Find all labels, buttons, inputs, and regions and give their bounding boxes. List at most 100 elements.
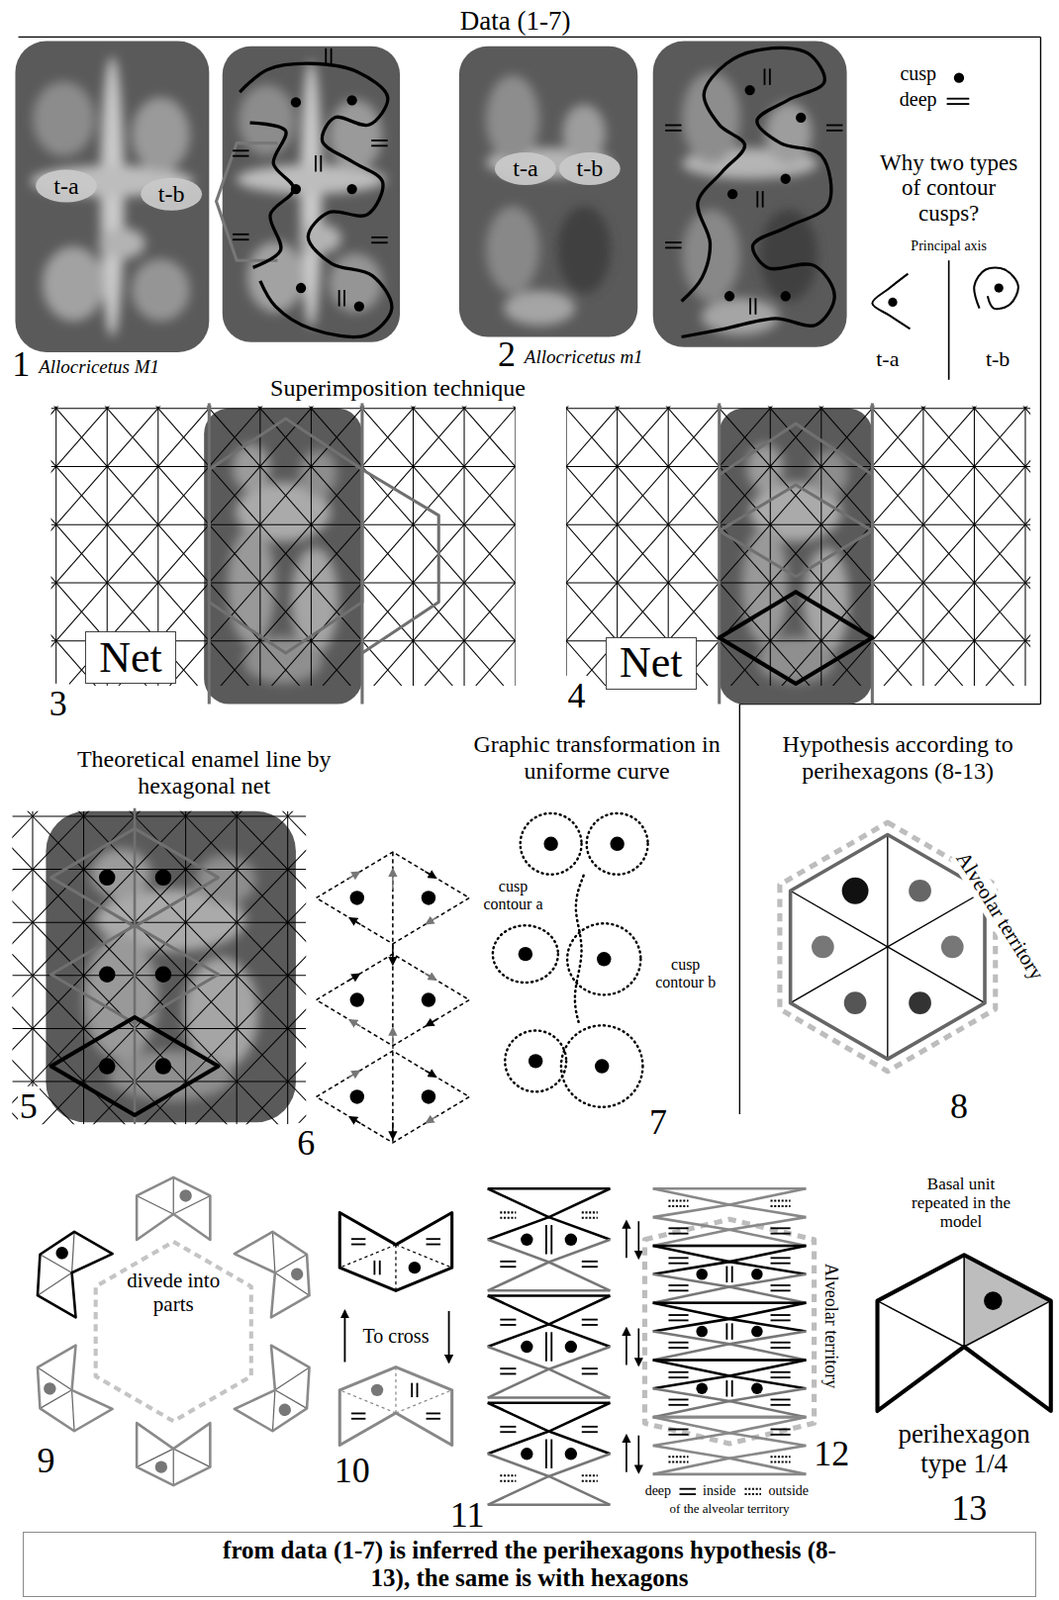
line (51, 524, 57, 583)
line (173, 1195, 210, 1215)
line (653, 1358, 807, 1362)
line (499, 1474, 516, 1477)
caption-text: from data (1-7) is inferred the perihexa… (212, 1537, 847, 1593)
line (186, 1081, 238, 1125)
line (106, 408, 159, 468)
line (260, 466, 312, 525)
section-heading: Superimposition technique (270, 374, 526, 401)
line (310, 406, 363, 409)
line (871, 408, 924, 468)
line (11, 975, 33, 1030)
question-note: Why two types of contour cusps? (874, 150, 1024, 227)
line (134, 811, 187, 817)
line (236, 816, 289, 870)
line (756, 191, 759, 207)
line (416, 1383, 419, 1398)
line (770, 1256, 791, 1259)
line (371, 139, 387, 142)
line (923, 406, 975, 409)
line (719, 591, 873, 684)
line (653, 1261, 807, 1275)
line (208, 641, 261, 686)
line (186, 1081, 238, 1125)
line (464, 466, 516, 525)
line (339, 1245, 396, 1268)
line (566, 408, 618, 468)
line (106, 524, 159, 583)
panel-number: 2 (497, 334, 516, 375)
line (32, 869, 85, 924)
panel-number: 1 (11, 344, 30, 385)
line (923, 582, 975, 642)
line (236, 1028, 289, 1082)
cusp-dot (421, 1089, 436, 1104)
line (412, 641, 465, 686)
photo-highlight (757, 636, 834, 684)
line (51, 581, 516, 583)
line (56, 406, 108, 409)
line (275, 1254, 307, 1274)
line (236, 1081, 289, 1125)
line (259, 406, 261, 686)
line (394, 1245, 396, 1291)
panel-number: 11 (450, 1495, 485, 1536)
line (56, 524, 108, 583)
line (566, 466, 1031, 468)
line (923, 406, 975, 409)
photo-texture-blur (236, 61, 386, 328)
line (665, 124, 681, 127)
line (487, 1396, 611, 1400)
line (770, 1200, 791, 1203)
line (186, 1028, 238, 1082)
deep-symbol (581, 1427, 598, 1433)
line (581, 1474, 598, 1477)
cusp-dot (983, 1291, 1003, 1311)
deep-symbol (371, 140, 387, 146)
deep-symbol (668, 1228, 688, 1234)
line (96, 1242, 252, 1422)
line (545, 1332, 548, 1361)
line (644, 1219, 814, 1445)
contour-type-label: t-a (875, 347, 899, 373)
line (1025, 406, 1031, 409)
line (487, 1289, 611, 1293)
line (158, 406, 210, 409)
deep-symbol (581, 1261, 598, 1267)
photo-highlight (290, 547, 339, 655)
line (133, 808, 137, 1123)
line (668, 1319, 688, 1322)
line (373, 1260, 376, 1275)
panel-10 (339, 1212, 452, 1445)
line (314, 155, 317, 172)
line (764, 68, 767, 85)
line (566, 406, 568, 686)
line (487, 1453, 611, 1477)
line (288, 975, 307, 1030)
line (351, 1238, 366, 1241)
line (499, 1373, 516, 1376)
panel-5 (0, 763, 339, 1135)
panel-number: 12 (813, 1434, 850, 1474)
line (973, 406, 975, 686)
cusp-dot (842, 877, 869, 905)
line (310, 641, 363, 686)
line (499, 1480, 516, 1483)
photo-texture (681, 71, 818, 335)
line (487, 1261, 611, 1291)
line (158, 466, 210, 525)
deep-symbol (770, 1343, 791, 1348)
panel-number: 10 (334, 1450, 371, 1491)
line (11, 868, 306, 870)
line (350, 918, 362, 925)
line (719, 406, 771, 409)
line (668, 1371, 688, 1374)
line (158, 524, 210, 583)
line (923, 408, 975, 468)
key-text: deep (645, 1483, 672, 1500)
line (923, 641, 975, 686)
line (820, 406, 822, 686)
line (653, 1473, 807, 1477)
photo-texture-blur (30, 56, 194, 337)
panel-4 (515, 350, 1059, 705)
line (653, 1187, 807, 1191)
